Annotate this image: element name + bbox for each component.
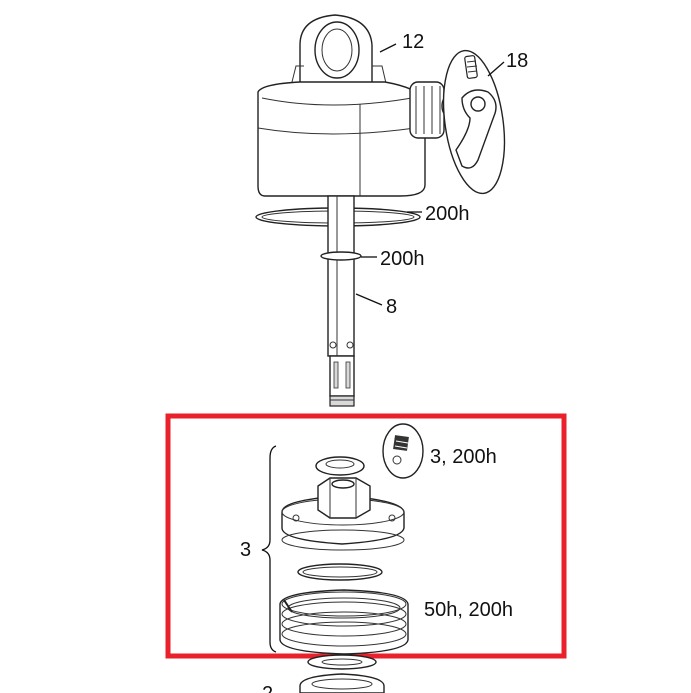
label-part-18: 18 — [506, 50, 528, 72]
top-housing — [257, 14, 455, 197]
group-bracket — [261, 445, 277, 653]
label-part-8: 8 — [386, 296, 397, 318]
set-screw-detail — [382, 423, 424, 479]
label-shaft-ring-200h: 200h — [380, 248, 425, 270]
label-piston-service: 50h, 200h — [424, 599, 513, 621]
label-part-2: 2 — [262, 683, 273, 693]
piston-head — [281, 477, 405, 551]
bottom-parts — [299, 654, 385, 693]
label-screw-service: 3, 200h — [430, 446, 497, 468]
snap-ring — [297, 563, 383, 581]
label-oring-200h: 200h — [425, 203, 470, 225]
label-part-12: 12 — [402, 31, 424, 53]
lever-detail — [442, 49, 506, 195]
shaft — [320, 195, 362, 407]
piston-seals — [279, 589, 409, 655]
label-group-3: 3 — [240, 539, 251, 561]
highlight-box — [165, 413, 567, 659]
